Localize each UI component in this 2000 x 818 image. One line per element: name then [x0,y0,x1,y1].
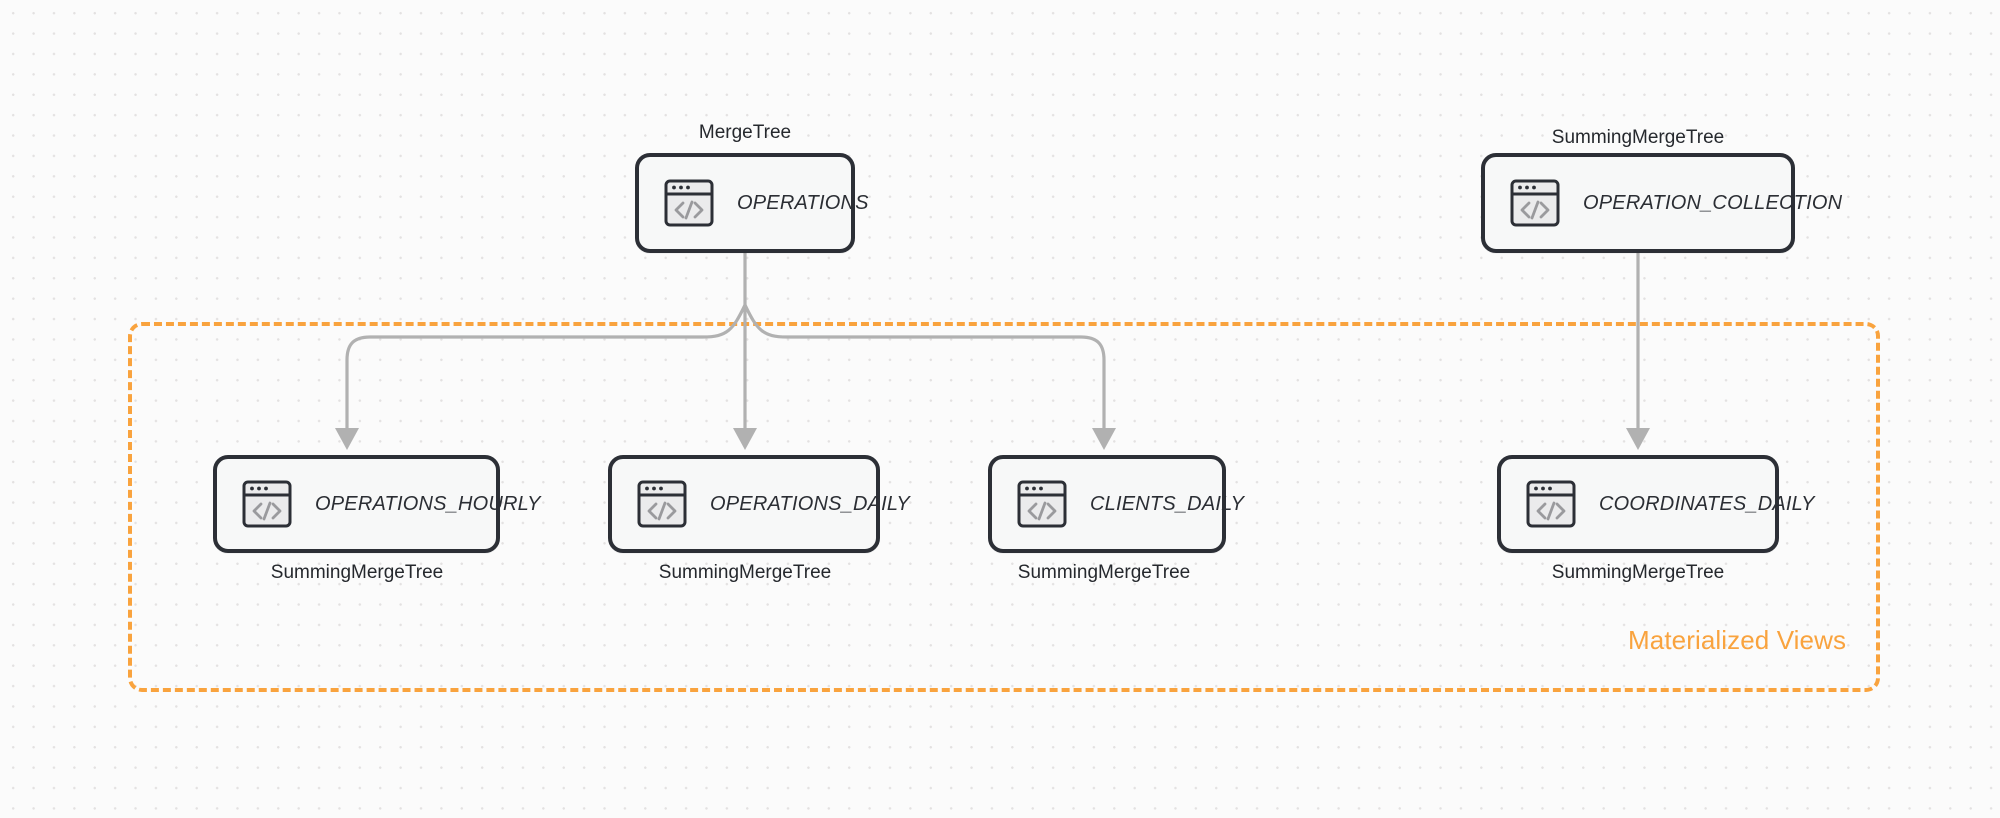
node-clients-daily[interactable]: CLIENTS_DAILY [988,455,1244,553]
node-coordinates-daily-label: COORDINATES_DAILY [1599,492,1815,515]
node-operation-collection-label: OPERATION_COLLECTION [1583,191,1843,214]
node-coordinates-daily[interactable]: COORDINATES_DAILY [1497,455,1814,553]
code-window-icon [664,179,714,227]
materialized-views-group-label: Materialized Views [1628,625,1847,655]
caption-clients-daily-engine: SummingMergeTree [1017,562,1191,583]
caption-operations-daily-engine: SummingMergeTree [658,562,832,583]
node-operation-collection[interactable]: OPERATION_COLLECTION [1481,153,1842,253]
code-window-icon [637,480,687,528]
node-clients-daily-label: CLIENTS_DAILY [1090,492,1245,515]
node-operations-daily[interactable]: OPERATIONS_DAILY [608,455,910,553]
caption-operations-engine: MergeTree [698,122,792,143]
code-window-icon [1017,480,1067,528]
code-window-icon [1510,179,1560,227]
caption-operations-hourly-engine: SummingMergeTree [270,562,444,583]
node-operations-label: OPERATIONS [737,191,869,214]
node-operations-hourly[interactable]: OPERATIONS_HOURLY [213,455,540,553]
caption-coordinates-daily-engine: SummingMergeTree [1551,562,1725,583]
node-operations[interactable]: OPERATIONS [635,153,868,253]
code-window-icon [1526,480,1576,528]
node-operations-daily-label: OPERATIONS_DAILY [710,492,910,515]
node-operations-hourly-label: OPERATIONS_HOURLY [315,492,541,515]
caption-operation-collection-engine: SummingMergeTree [1551,127,1725,148]
code-window-icon [242,480,292,528]
